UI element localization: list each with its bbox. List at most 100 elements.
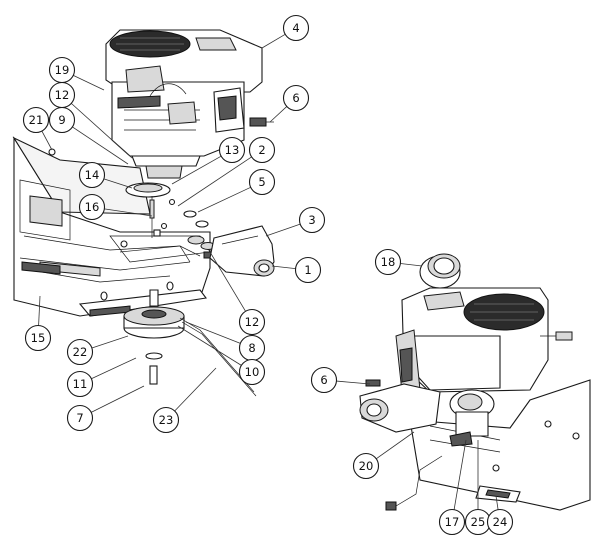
callout-number: 9 (58, 113, 65, 127)
frame-right (385, 379, 591, 511)
callout-13: 13 (218, 136, 246, 164)
leader-line-22 (91, 335, 129, 349)
leader-line-11 (91, 357, 137, 380)
callout-circle (486, 508, 514, 536)
callout-circle (282, 84, 310, 112)
air-filter (419, 253, 461, 289)
callout-5: 5 (248, 168, 276, 196)
callout-8: 8 (238, 334, 266, 362)
leader-line-6 (336, 380, 371, 385)
callout-2: 2 (248, 136, 276, 164)
callout-circle (248, 136, 276, 164)
callout-circle (248, 168, 276, 196)
callout-9: 9 (48, 106, 76, 134)
callout-6: 6 (282, 84, 310, 112)
callout-24: 24 (486, 508, 514, 536)
callout-20: 20 (352, 452, 380, 480)
callout-number: 5 (258, 175, 265, 189)
callout-16: 16 (78, 193, 106, 221)
callout-12: 12 (48, 81, 76, 109)
leader-line-6 (269, 106, 288, 123)
callout-number: 8 (248, 341, 255, 355)
callout-22: 22 (66, 338, 94, 366)
muffler-left (209, 225, 275, 277)
callout-1: 1 (294, 256, 322, 284)
leader-line-12 (209, 251, 246, 312)
callout-19: 19 (48, 56, 76, 84)
callout-number: 15 (31, 331, 46, 345)
callout-18: 18 (374, 248, 402, 276)
callout-circle (48, 106, 76, 134)
callout-circle (294, 256, 322, 284)
callout-circle (282, 14, 310, 42)
callout-number: 10 (245, 365, 260, 379)
callout-17: 17 (438, 508, 466, 536)
callout-circle (238, 308, 266, 336)
callout-number: 7 (76, 411, 83, 425)
leader-line-23 (174, 367, 217, 412)
callout-11: 11 (66, 370, 94, 398)
callout-number: 19 (55, 63, 70, 77)
leader-line-2 (177, 156, 252, 207)
pulley-assembly (125, 182, 216, 259)
callout-number: 1 (304, 263, 311, 277)
callout-number: 21 (29, 113, 44, 127)
leader-line-17 (453, 439, 467, 510)
callout-number: 25 (471, 515, 486, 529)
callout-number: 13 (225, 143, 240, 157)
callout-number: 6 (292, 91, 299, 105)
leader-line-9 (72, 126, 129, 165)
leader-line-14 (103, 178, 133, 189)
callout-14: 14 (78, 161, 106, 189)
callout-number: 14 (85, 168, 100, 182)
leader-line-12 (71, 103, 133, 159)
callout-circle (298, 206, 326, 234)
callout-number: 18 (381, 255, 396, 269)
callout-circle (22, 106, 50, 134)
leader-line-4 (261, 33, 286, 49)
callout-12: 12 (238, 308, 266, 336)
callout-circle (238, 358, 266, 386)
callout-circle (66, 338, 94, 366)
callout-number: 2 (258, 143, 265, 157)
leader-line-21 (41, 130, 53, 151)
leader-line-1 (271, 265, 296, 270)
callout-circle (66, 404, 94, 432)
callout-25: 25 (464, 508, 492, 536)
leader-line-8 (185, 321, 241, 344)
callout-circle (24, 324, 52, 352)
callout-number: 3 (308, 213, 315, 227)
leader-line-15 (38, 295, 41, 326)
callout-circle (438, 508, 466, 536)
callout-circle (218, 136, 246, 164)
callout-number: 11 (73, 377, 88, 391)
muffler-right (359, 379, 441, 433)
callout-circle (152, 406, 180, 434)
callout-number: 24 (493, 515, 508, 529)
callout-7: 7 (66, 404, 94, 432)
callout-10: 10 (238, 358, 266, 386)
callout-number: 20 (359, 459, 374, 473)
callout-number: 6 (320, 373, 327, 387)
leader-line-24 (495, 495, 499, 510)
engine-right (395, 287, 573, 447)
callout-circle (310, 366, 338, 394)
callout-circle (66, 370, 94, 398)
callout-circle (78, 193, 106, 221)
leader-line-16 (104, 208, 153, 217)
callout-number: 12 (55, 88, 70, 102)
engine-left (105, 29, 274, 179)
frame-chassis (12, 136, 211, 317)
leader-lines (38, 33, 499, 510)
leader-line-10 (177, 325, 242, 366)
callout-number: 22 (73, 345, 88, 359)
leader-line-19 (73, 75, 105, 91)
callout-21: 21 (22, 106, 50, 134)
leader-line-3 (265, 223, 301, 237)
callout-circle (352, 452, 380, 480)
callout-6: 6 (310, 366, 338, 394)
callout-number: 12 (245, 315, 260, 329)
leader-line-5 (197, 186, 251, 213)
